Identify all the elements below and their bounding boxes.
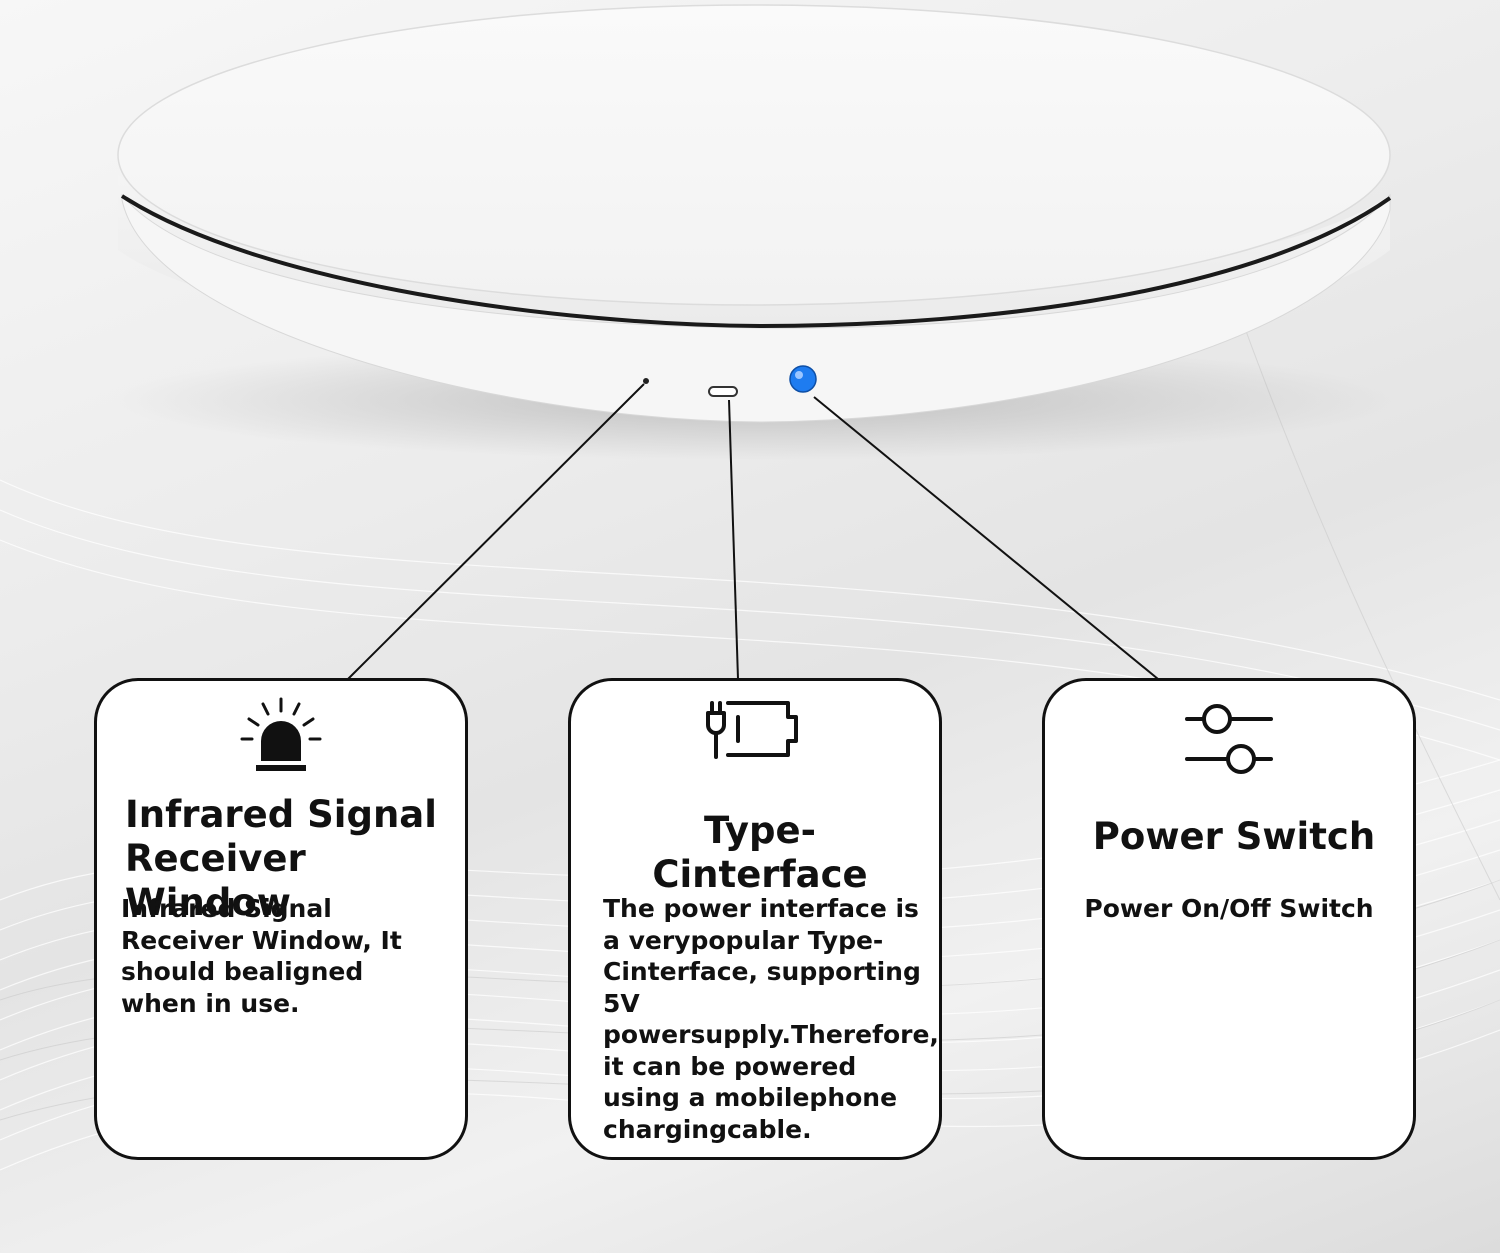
power-switch-card-description: Power On/Off Switch xyxy=(1084,894,1374,923)
infrared-receiver-card: Infrared Signal Receiver Window Infrared… xyxy=(94,678,468,1160)
type-c-card-description: The power interface is a verypopular Typ… xyxy=(603,894,939,1144)
type-c-card: Type-Cinterface The power interface is a… xyxy=(568,678,942,1160)
infrared-card-title: Infrared Signal Receiver Window xyxy=(125,793,437,924)
type-c-card-title: Type-Cinterface xyxy=(652,809,868,896)
sliders-toggle-icon xyxy=(1185,704,1273,774)
power-switch-card: Power Switch Power On/Off Switch xyxy=(1042,678,1416,1160)
infrared-card-description: Infrared Signal Receiver Window, It shou… xyxy=(121,894,402,1018)
power-switch-card-title: Power Switch xyxy=(1092,815,1376,858)
battery-charging-plug-icon xyxy=(706,701,798,759)
warning-beacon-icon xyxy=(240,697,322,771)
